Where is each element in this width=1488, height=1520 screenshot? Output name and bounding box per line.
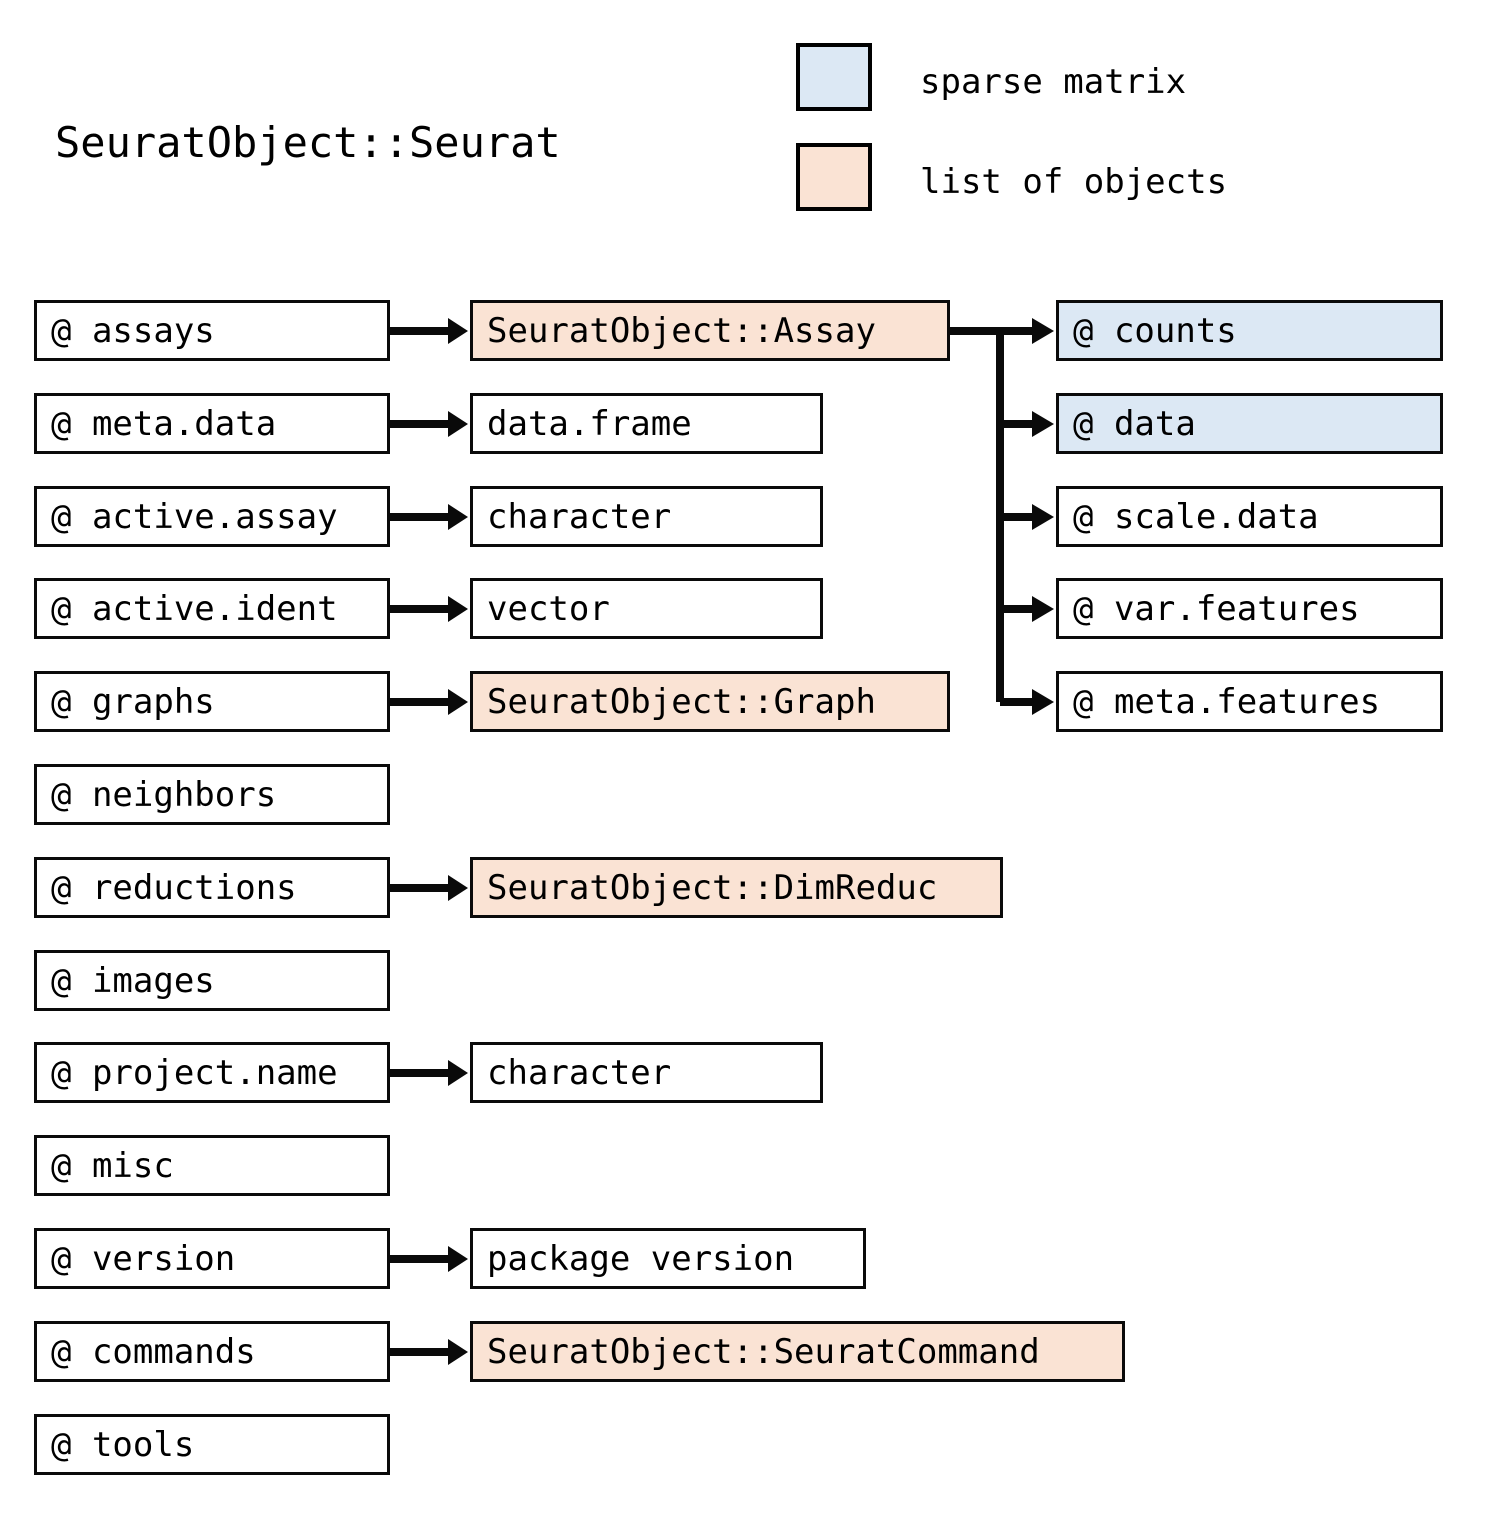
slot-box-commands: @ commands <box>34 1321 390 1382</box>
arrow-commands-line <box>390 1348 450 1356</box>
slot-box-assays: @ assays <box>34 300 390 361</box>
arrow-meta-data-line <box>390 420 450 428</box>
legend-swatch-list-of-objects <box>796 143 872 211</box>
assay-slot-box-data-label: @ data <box>1073 403 1196 444</box>
assay-branch-arrowhead-meta-features <box>1032 689 1054 715</box>
legend-swatch-sparse-matrix <box>796 43 872 111</box>
type-box-seuratobject-graph: SeuratObject::Graph <box>470 671 950 732</box>
slot-box-neighbors-label: @ neighbors <box>51 774 277 815</box>
assay-slot-box-meta-features: @ meta.features <box>1056 671 1443 732</box>
type-box-seuratobject-assay-label: SeuratObject::Assay <box>487 310 876 351</box>
type-box-seuratobject-seuratcommand-label: SeuratObject::SeuratCommand <box>487 1331 1040 1372</box>
slot-box-images-label: @ images <box>51 960 215 1001</box>
assay-branch-arrowhead-var-features <box>1032 596 1054 622</box>
arrow-commands-head <box>448 1339 468 1365</box>
slot-box-images: @ images <box>34 950 390 1011</box>
arrow-reductions-head <box>448 875 468 901</box>
arrow-project-name-head <box>448 1060 468 1086</box>
assay-branch-arrowhead-scale-data <box>1032 504 1054 530</box>
arrow-project-name-line <box>390 1069 450 1077</box>
type-box-character-label: character <box>487 1052 672 1093</box>
assay-slot-box-scale-data-label: @ scale.data <box>1073 496 1319 537</box>
arrow-assays-head <box>448 318 468 344</box>
legend-label-sparse-matrix: sparse matrix <box>920 62 1187 102</box>
slot-box-tools: @ tools <box>34 1414 390 1475</box>
slot-box-meta-data-label: @ meta.data <box>51 403 277 444</box>
slot-box-meta-data: @ meta.data <box>34 393 390 454</box>
slot-box-active-assay-label: @ active.assay <box>51 496 338 537</box>
arrow-version-head <box>448 1246 468 1272</box>
page-title: SeuratObject::Seurat <box>55 118 561 167</box>
arrow-graphs-head <box>448 689 468 715</box>
arrow-active-assay-line <box>390 513 450 521</box>
slot-box-reductions: @ reductions <box>34 857 390 918</box>
assay-slot-box-scale-data: @ scale.data <box>1056 486 1443 547</box>
type-box-data-frame: data.frame <box>470 393 823 454</box>
assay-slot-box-var-features: @ var.features <box>1056 578 1443 639</box>
slot-box-tools-label: @ tools <box>51 1424 195 1465</box>
type-box-data-frame-label: data.frame <box>487 403 692 444</box>
slot-box-neighbors: @ neighbors <box>34 764 390 825</box>
type-box-package-version: package version <box>470 1228 866 1289</box>
type-box-vector-label: vector <box>487 588 610 629</box>
slot-box-misc-label: @ misc <box>51 1145 174 1186</box>
slot-box-graphs: @ graphs <box>34 671 390 732</box>
slot-box-reductions-label: @ reductions <box>51 867 297 908</box>
slot-box-active-ident: @ active.ident <box>34 578 390 639</box>
type-box-seuratobject-dimreduc-label: SeuratObject::DimReduc <box>487 867 938 908</box>
arrow-active-ident-line <box>390 605 450 613</box>
arrow-assays-line <box>390 327 450 335</box>
type-box-character: character <box>470 486 823 547</box>
arrow-graphs-line <box>390 698 450 706</box>
slot-box-project-name: @ project.name <box>34 1042 390 1103</box>
type-box-seuratobject-graph-label: SeuratObject::Graph <box>487 681 876 722</box>
slot-box-version-label: @ version <box>51 1238 236 1279</box>
slot-box-active-assay: @ active.assay <box>34 486 390 547</box>
slot-box-version: @ version <box>34 1228 390 1289</box>
type-box-seuratobject-seuratcommand: SeuratObject::SeuratCommand <box>470 1321 1125 1382</box>
assay-slot-box-counts: @ counts <box>1056 300 1443 361</box>
type-box-character: character <box>470 1042 823 1103</box>
assay-slot-box-meta-features-label: @ meta.features <box>1073 681 1381 722</box>
assay-slot-box-data: @ data <box>1056 393 1443 454</box>
slot-box-assays-label: @ assays <box>51 310 215 351</box>
type-box-seuratobject-assay: SeuratObject::Assay <box>470 300 950 361</box>
arrow-meta-data-head <box>448 411 468 437</box>
legend-label-list-of-objects: list of objects <box>920 162 1228 202</box>
type-box-package-version-label: package version <box>487 1238 795 1279</box>
arrow-active-ident-head <box>448 596 468 622</box>
assay-branch-arrowhead-data <box>1032 411 1054 437</box>
arrow-active-assay-head <box>448 504 468 530</box>
arrow-version-line <box>390 1255 450 1263</box>
type-box-vector: vector <box>470 578 823 639</box>
type-box-seuratobject-dimreduc: SeuratObject::DimReduc <box>470 857 1003 918</box>
type-box-character-label: character <box>487 496 672 537</box>
slot-box-graphs-label: @ graphs <box>51 681 215 722</box>
assay-slot-box-counts-label: @ counts <box>1073 310 1237 351</box>
slot-box-active-ident-label: @ active.ident <box>51 588 338 629</box>
slot-box-misc: @ misc <box>34 1135 390 1196</box>
arrow-reductions-line <box>390 884 450 892</box>
slot-box-project-name-label: @ project.name <box>51 1052 338 1093</box>
slot-box-commands-label: @ commands <box>51 1331 256 1372</box>
assay-branch-arrowhead-counts <box>1032 318 1054 344</box>
assay-slot-box-var-features-label: @ var.features <box>1073 588 1360 629</box>
